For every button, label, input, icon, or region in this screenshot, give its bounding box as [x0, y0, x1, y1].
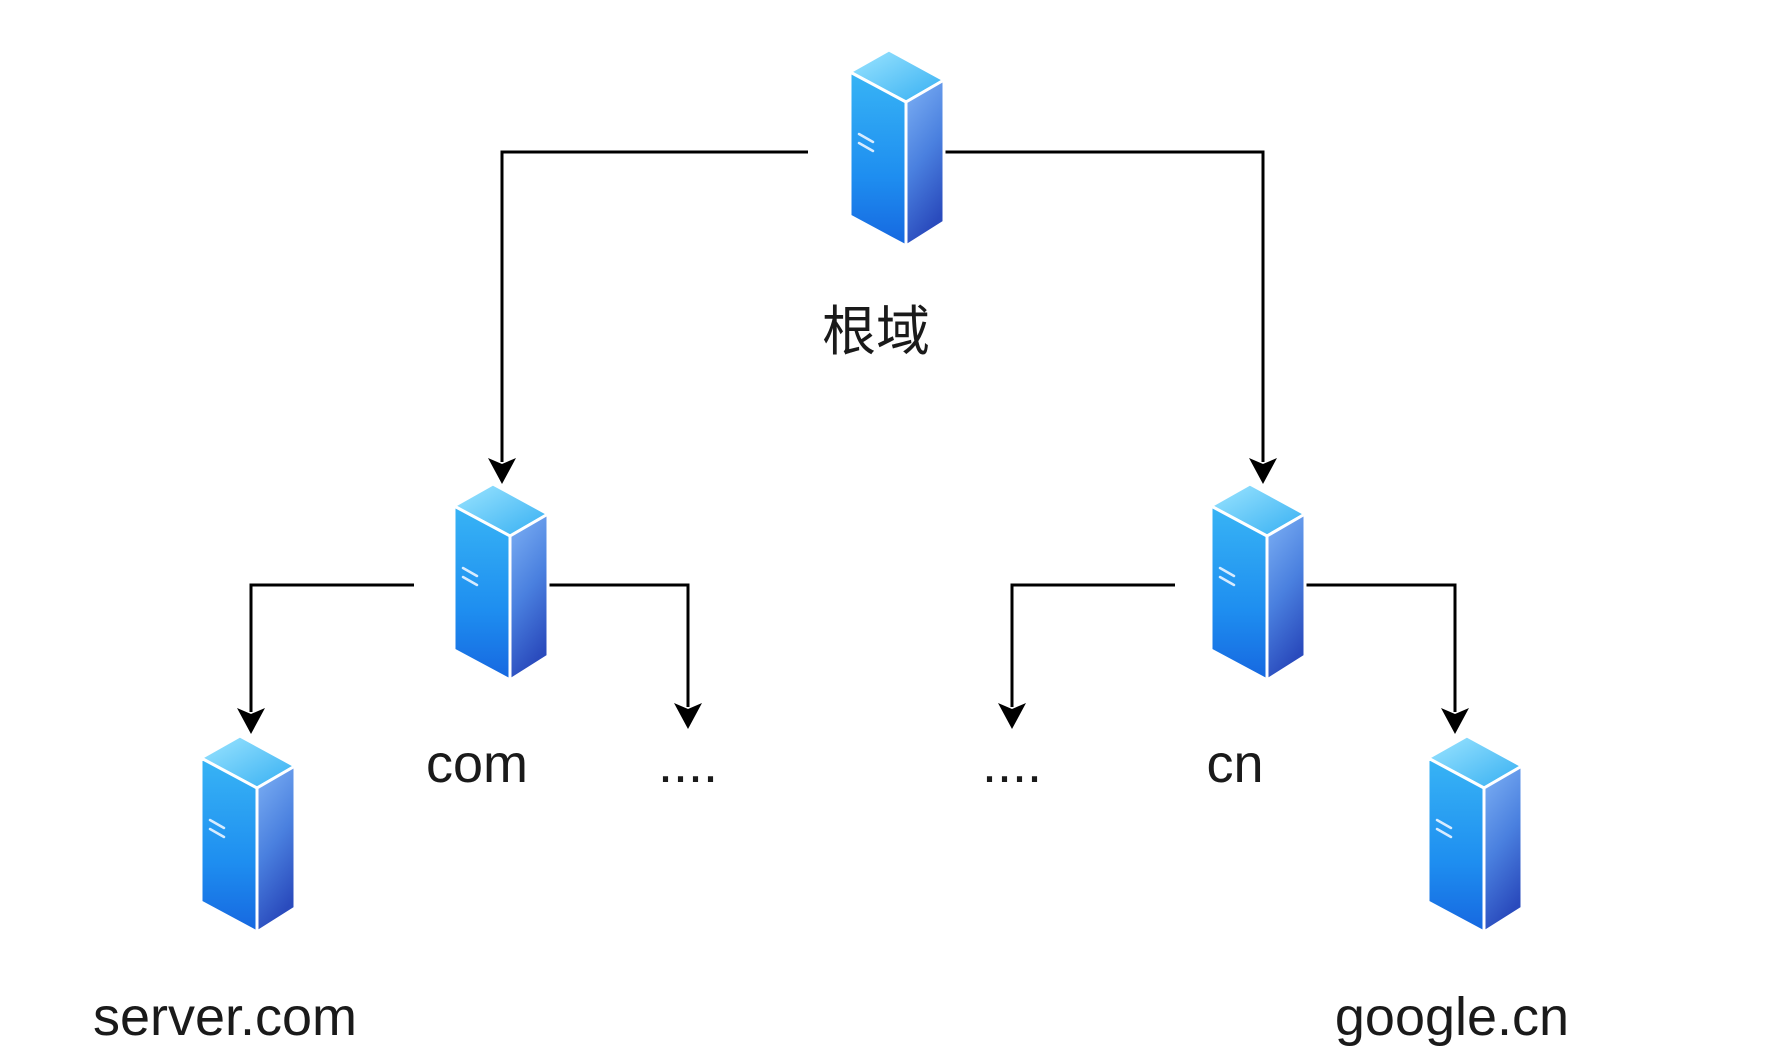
node-root: 根域: [822, 48, 946, 362]
node-label-com: com: [426, 734, 528, 794]
node-cn-more: ....: [982, 734, 1042, 794]
arrowhead-com-server-com: [237, 708, 265, 734]
edge-root-cn: [934, 150, 1265, 462]
arrowhead-root-cn: [1249, 458, 1277, 484]
node-com-more: ....: [658, 734, 718, 794]
server-icon: [199, 734, 297, 934]
edge-com-server-com: [249, 583, 414, 712]
edge-root-com: [500, 150, 808, 462]
edge-cn-more: [1010, 583, 1175, 707]
server-icon: [848, 48, 946, 248]
arrowhead-cn-more: [998, 703, 1026, 729]
edge-com-more: [540, 583, 690, 707]
node-label-google-cn: google.cn: [1335, 987, 1569, 1047]
node-label-cn: cn: [1206, 734, 1263, 794]
node-cn: cn: [1206, 482, 1307, 794]
server-icon: [452, 482, 550, 682]
node-google-cn: google.cn: [1335, 734, 1569, 1047]
node-label-cn-more: ....: [982, 734, 1042, 794]
arrowhead-cn-google-cn: [1441, 708, 1469, 734]
node-label-com-more: ....: [658, 734, 718, 794]
node-label-server-com: server.com: [93, 987, 357, 1047]
node-label-root: 根域: [822, 302, 930, 362]
edges: [237, 150, 1469, 734]
server-icon: [1426, 734, 1524, 934]
arrowhead-com-more: [674, 703, 702, 729]
node-com: com: [426, 482, 550, 794]
node-server-com: server.com: [93, 734, 357, 1047]
arrowhead-root-com: [488, 458, 516, 484]
edge-cn-google-cn: [1301, 583, 1457, 712]
server-icon: [1209, 482, 1307, 682]
